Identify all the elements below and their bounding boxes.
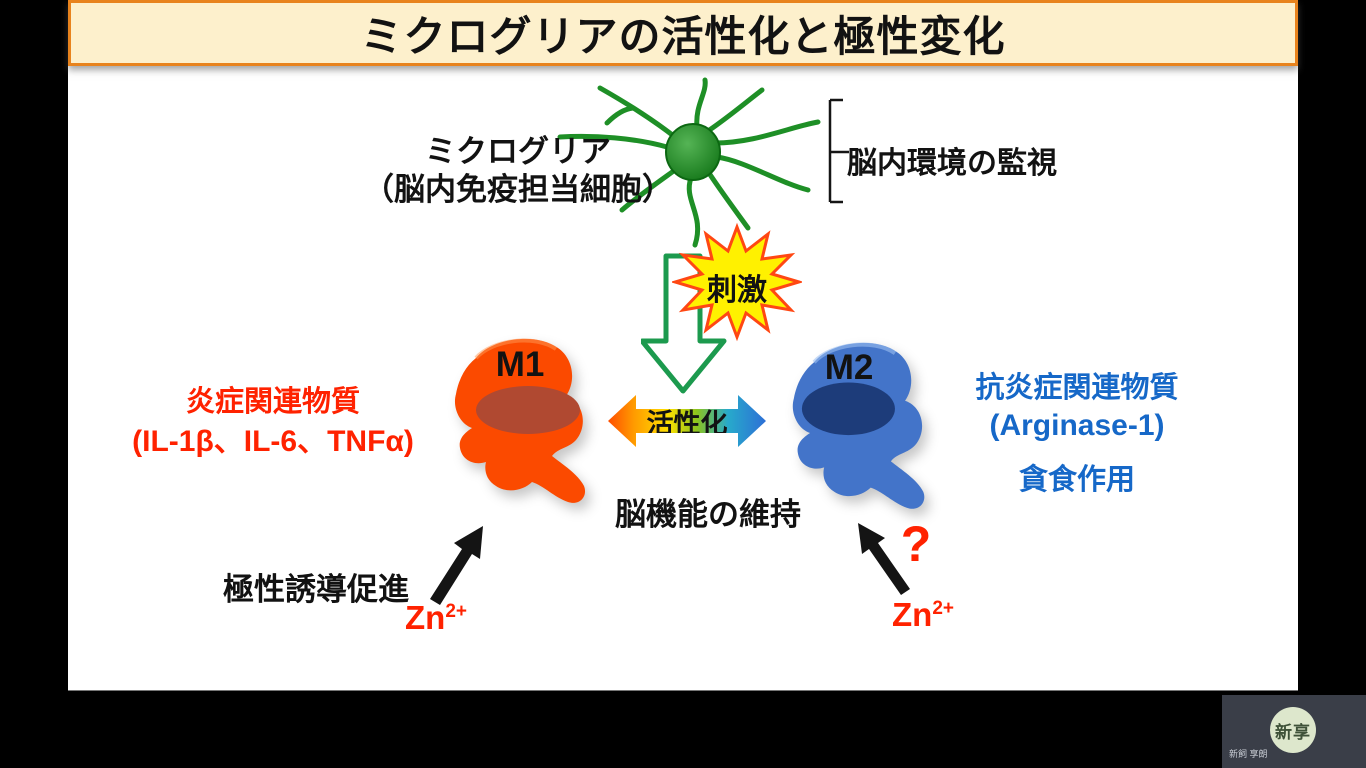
speaker-name-label: 新飼 享朗: [1229, 749, 1268, 759]
bracket-icon: [828, 98, 849, 204]
m2-products-line3: 貪食作用: [1018, 464, 1135, 496]
m2-cell-icon: [792, 342, 925, 509]
m2-products-line2: (Arginase-1): [989, 409, 1165, 442]
up-left-arrow-icon: [858, 523, 910, 595]
stimulus-starburst-icon: [672, 222, 802, 342]
microglia-label-line2: （脳内免疫担当細胞）: [363, 172, 673, 207]
speaker-avatar: 新享: [1270, 707, 1316, 753]
up-right-arrow-icon: [430, 526, 483, 605]
zinc-right-sup: 2+: [932, 598, 954, 619]
surveillance-label: 脳内環境の監視: [847, 147, 1057, 180]
zinc-left-label: Zn2+: [405, 599, 467, 637]
presentation-slide: ミクログリアの活性化と極性変化: [68, 0, 1298, 691]
zinc-right-base: Zn: [892, 596, 933, 633]
microglia-cell-icon: [557, 77, 821, 248]
zinc-left-base: Zn: [405, 599, 446, 636]
slide-title: ミクログリアの活性化と極性変化: [360, 12, 1006, 60]
m1-label: M1: [495, 345, 545, 384]
slide-title-banner: ミクログリアの活性化と極性変化: [68, 0, 1298, 66]
m1-products-line2: (IL-1β、IL-6、TNFα): [132, 425, 414, 458]
microglia-label: ミクログリア （脳内免疫担当細胞）: [358, 133, 678, 209]
promotion-label: 極性誘導促進: [223, 572, 409, 607]
microglia-label-line1: ミクログリア: [425, 134, 611, 169]
speaker-video-tile: 新享 新飼 享朗: [1222, 695, 1366, 768]
m2-products-text: 抗炎症関連物質 (Arginase-1) 貪食作用: [937, 370, 1217, 499]
m1-cell-icon: [454, 338, 586, 503]
question-mark-label: ?: [900, 516, 932, 572]
stimulus-label: 刺激: [707, 274, 767, 307]
zinc-left-sup: 2+: [445, 601, 467, 622]
activation-label: 活性化: [646, 408, 728, 439]
speaker-avatar-initials: 新享: [1275, 722, 1311, 742]
m1-products-line1: 炎症関連物質: [185, 386, 360, 418]
m2-products-line1: 抗炎症関連物質: [975, 372, 1179, 404]
m1-products-text: 炎症関連物質 (IL-1β、IL-6、TNFα): [123, 383, 423, 461]
m2-label: M2: [824, 348, 874, 387]
maintenance-label: 脳機能の維持: [615, 497, 801, 532]
activation-gradient-arrow-icon: 活性化: [608, 395, 766, 447]
zinc-right-label: Zn2+: [892, 596, 954, 634]
